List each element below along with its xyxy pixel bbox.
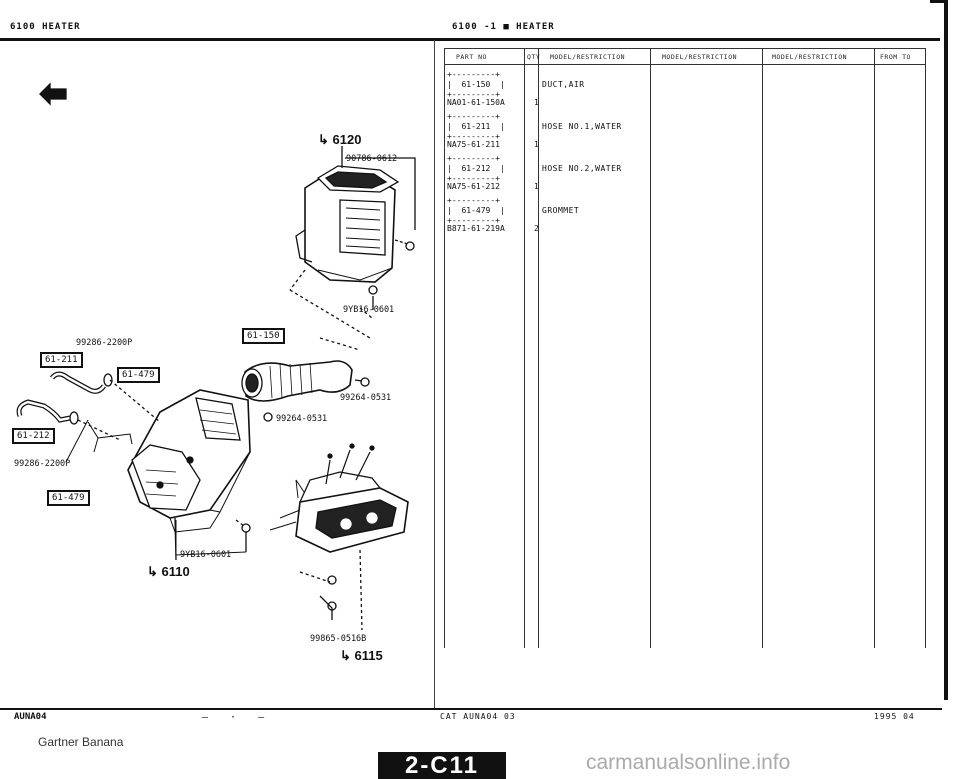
footer-catalog: CAT AUNA04 03 — [440, 712, 516, 721]
callout-61-479-upper[interactable]: 61-479 — [117, 367, 160, 383]
right-edge-rule — [944, 0, 948, 700]
row-qty: 1 — [534, 140, 539, 149]
row-qty: 2 — [534, 224, 539, 233]
section-title-center: 6100 -1 ■ HEATER — [452, 22, 555, 32]
col-header-part-no: PART NO — [456, 53, 487, 61]
center-divider — [434, 40, 435, 708]
row-key: 61-150 — [461, 80, 491, 89]
row-part-no[interactable]: NA75-61-212 — [447, 182, 500, 191]
col-header-qty: QTY — [527, 53, 541, 61]
part-label-99264-0531-left: 99264-0531 — [276, 414, 328, 424]
part-label-99865-0516b: 99865-0516B — [310, 634, 367, 644]
top-rule — [0, 38, 940, 41]
row-part-no[interactable]: B871-61-219A — [447, 224, 505, 233]
row-description: HOSE NO.1,WATER — [542, 122, 622, 131]
callout-61-212[interactable]: 61-212 — [12, 428, 55, 444]
row-description: DUCT,AIR — [542, 80, 585, 89]
footer-date: 1995 04 — [874, 712, 915, 721]
row-key: 61-211 — [461, 122, 491, 131]
control-panel-icon — [269, 443, 409, 553]
col-header-model-2: MODEL/RESTRICTION — [662, 53, 738, 61]
callout-61-211[interactable]: 61-211 — [40, 352, 83, 368]
air-duct-icon — [241, 337, 361, 402]
part-label-99286-2200p-lower: 99286-2200P — [14, 459, 71, 469]
row-description: GROMMET — [542, 206, 580, 215]
col-header-from-to: FROM TO — [880, 53, 911, 61]
parts-table — [444, 48, 926, 648]
page-number-badge: 2-C11 — [378, 752, 506, 779]
table-row-key-box: +---------+ | 61-212 | +---------+ — [447, 154, 505, 183]
row-key: 61-479 — [461, 206, 491, 215]
row-part-no[interactable]: NA75-61-211 — [447, 140, 500, 149]
table-row-key-box: +---------+ | 61-479 | +---------+ — [447, 196, 505, 225]
row-part-no[interactable]: NA01-61-150A — [447, 98, 505, 107]
table-row-key-box: +---------+ | 61-211 | +---------+ — [447, 112, 505, 141]
exploded-diagram — [16, 82, 416, 631]
bottom-rule — [0, 708, 942, 710]
row-qty: 1 — [534, 98, 539, 107]
ref-6115: ↳ 6115 — [340, 648, 383, 663]
row-qty: 1 — [534, 182, 539, 191]
ref-6110: ↳ 6110 — [147, 564, 190, 579]
table-row-key-box: +---------+ | 61-150 | +---------+ — [447, 70, 505, 99]
section-title-left: 6100 HEATER — [10, 22, 81, 32]
part-label-99286-2200p-upper: 99286-2200P — [76, 338, 133, 348]
front-arrow-icon — [39, 82, 67, 106]
water-hose-icon — [16, 371, 113, 425]
footer-dashes: — · — — [202, 712, 273, 723]
part-label-99264-0531-right: 99264-0531 — [340, 393, 392, 403]
heater-unit-icon — [127, 389, 251, 533]
blower-unit-icon — [295, 165, 415, 283]
credit-text: Gartner Banana — [38, 735, 124, 749]
part-label-9yb16-0601-lower: 9YB16-0601 — [180, 550, 232, 560]
callout-61-479-lower[interactable]: 61-479 — [47, 490, 90, 506]
col-header-model-3: MODEL/RESTRICTION — [772, 53, 848, 61]
col-header-model-1: MODEL/RESTRICTION — [550, 53, 626, 61]
watermark[interactable]: carmanualsonline.info — [586, 751, 791, 774]
part-label-9yb16-0601-upper: 9YB16-0601 — [343, 305, 395, 315]
footer-code: AUNA04 — [14, 712, 47, 722]
ref-6120: ↳ 6120 — [318, 132, 362, 147]
row-key: 61-212 — [461, 164, 491, 173]
part-label-90786-0612: 90786-0612 — [346, 154, 398, 164]
callout-61-150[interactable]: 61-150 — [242, 328, 285, 344]
row-description: HOSE NO.2,WATER — [542, 164, 622, 173]
